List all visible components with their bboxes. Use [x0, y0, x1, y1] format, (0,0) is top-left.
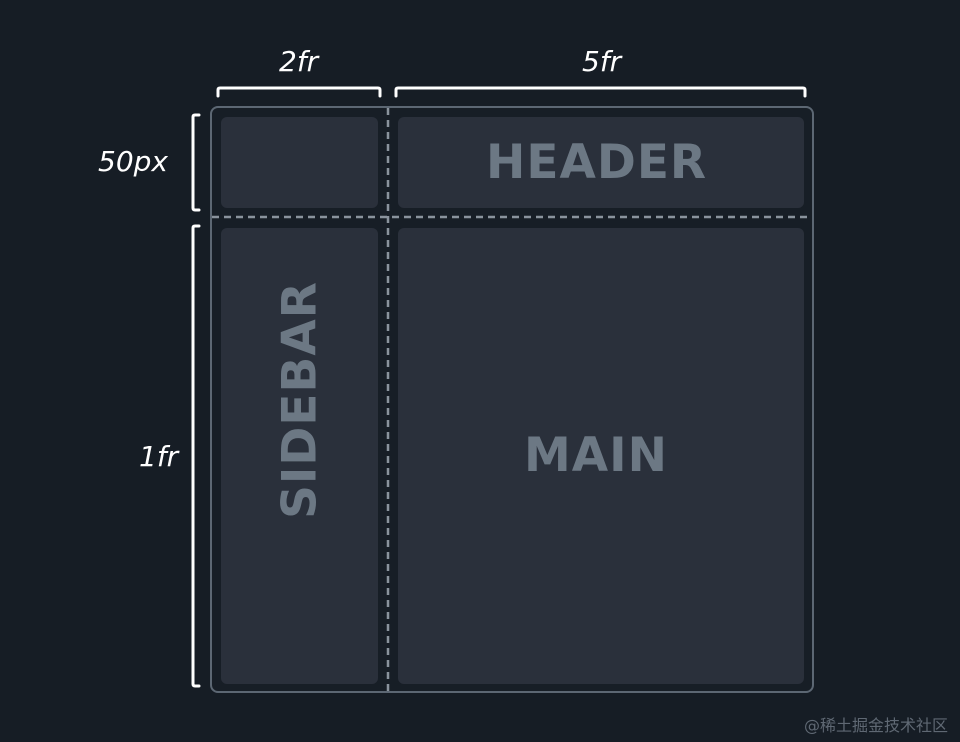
- sidebar-header-corner-cell: [221, 117, 378, 208]
- row-50px-label: 50px: [98, 145, 168, 178]
- main-cell: [398, 228, 804, 684]
- main-area-label: MAIN: [524, 428, 668, 483]
- column-5fr-label: 5fr: [582, 45, 622, 78]
- column-2fr-bracket: [216, 86, 382, 98]
- watermark-text: @稀土掘金技术社区: [803, 716, 948, 735]
- row-1fr-label: 1fr: [139, 440, 179, 473]
- sidebar-cell: [221, 228, 378, 684]
- header-cell: [398, 117, 804, 208]
- header-area-label: HEADER: [486, 135, 708, 190]
- sidebar-area-label: SIDEBAR: [272, 281, 328, 519]
- column-2fr-label: 2fr: [279, 45, 319, 78]
- column-5fr-bracket: [394, 86, 807, 98]
- row-1fr-bracket: [191, 224, 201, 688]
- row-50px-bracket: [191, 113, 201, 212]
